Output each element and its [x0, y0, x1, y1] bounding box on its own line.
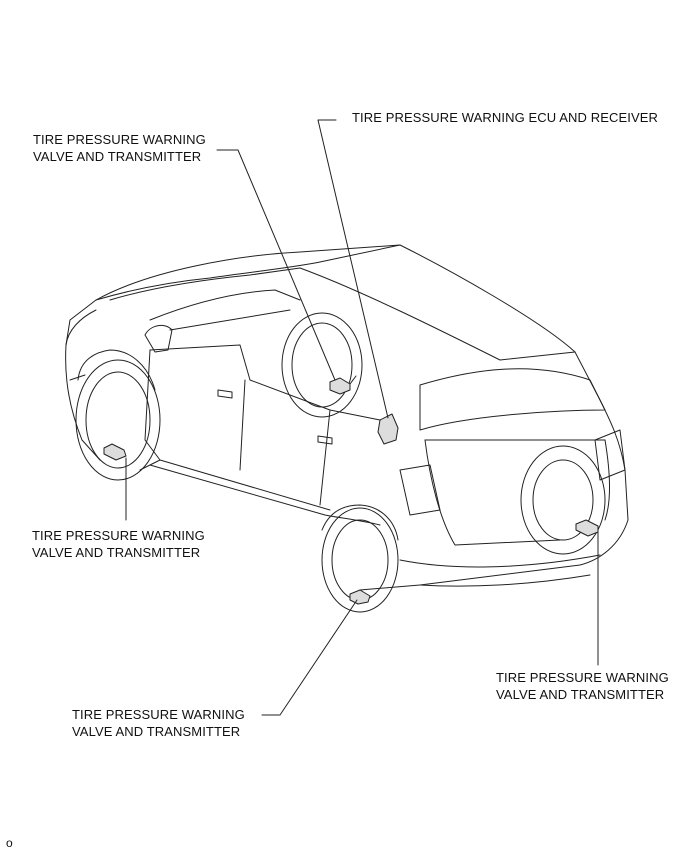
label-front-left-transmitter: TIRE PRESSURE WARNING VALVE AND TRANSMIT… — [32, 528, 205, 560]
label-rear-left-transmitter: TIRE PRESSURE WARNING VALVE AND TRANSMIT… — [72, 707, 245, 739]
leader-lines — [125, 119, 599, 716]
corner-mark: o — [6, 836, 13, 850]
transmitter-front-right — [329, 375, 357, 395]
transmitter-rear-left — [349, 589, 371, 605]
front-left-wheel — [75, 349, 161, 481]
label-spare-transmitter: TIRE PRESSURE WARNING VALVE AND TRANSMIT… — [496, 670, 669, 702]
car-body-outline — [65, 244, 629, 591]
label-front-right-transmitter: TIRE PRESSURE WARNING VALVE AND TRANSMIT… — [33, 132, 206, 164]
spare-wheel — [520, 445, 606, 555]
transmitter-front-left — [103, 443, 127, 461]
ecu-receiver — [377, 413, 399, 445]
front-right-wheel — [281, 312, 363, 418]
label-ecu-receiver: TIRE PRESSURE WARNING ECU AND RECEIVER — [352, 110, 658, 125]
